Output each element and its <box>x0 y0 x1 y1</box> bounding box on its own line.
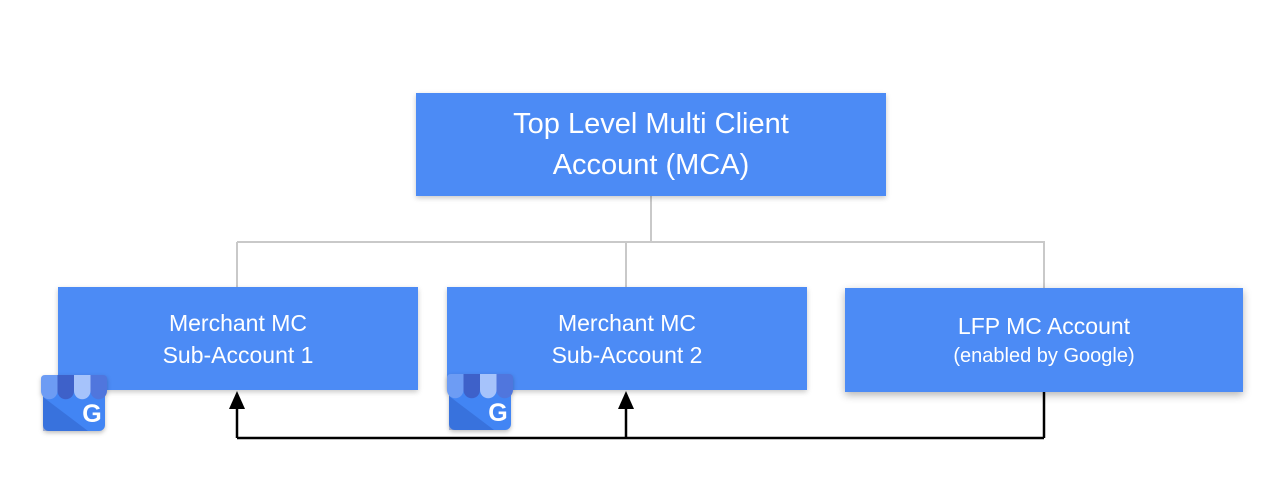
node-label-line: (enabled by Google) <box>953 345 1135 367</box>
node-label-line: Account (MCA) <box>552 148 750 181</box>
google-my-business-storefront-icon: G <box>447 374 513 430</box>
icon-letter-g: G <box>488 399 507 427</box>
node-label-line: Sub-Account 1 <box>162 341 314 368</box>
icon-letter-g: G <box>82 400 101 428</box>
node-merchant-sub-account-2: Merchant MC Sub-Account 2 <box>447 287 807 390</box>
arrowhead-sub2-icon <box>618 391 634 409</box>
node-label-line: Merchant MC <box>557 309 697 336</box>
node-label-line: Top Level Multi Client <box>513 107 789 140</box>
node-merchant-sub-account-1: Merchant MC Sub-Account 1 <box>58 287 418 390</box>
google-my-business-storefront-icon: G <box>41 375 107 431</box>
node-lfp-mc-account: LFP MC Account (enabled by Google) <box>845 288 1243 392</box>
arrowhead-sub1-icon <box>229 391 245 409</box>
node-label-line: Sub-Account 2 <box>551 341 703 368</box>
node-label-line: Merchant MC <box>168 309 308 336</box>
node-label-line: LFP MC Account <box>957 313 1131 339</box>
node-top-level-mca: Top Level Multi Client Account (MCA) <box>416 93 886 196</box>
